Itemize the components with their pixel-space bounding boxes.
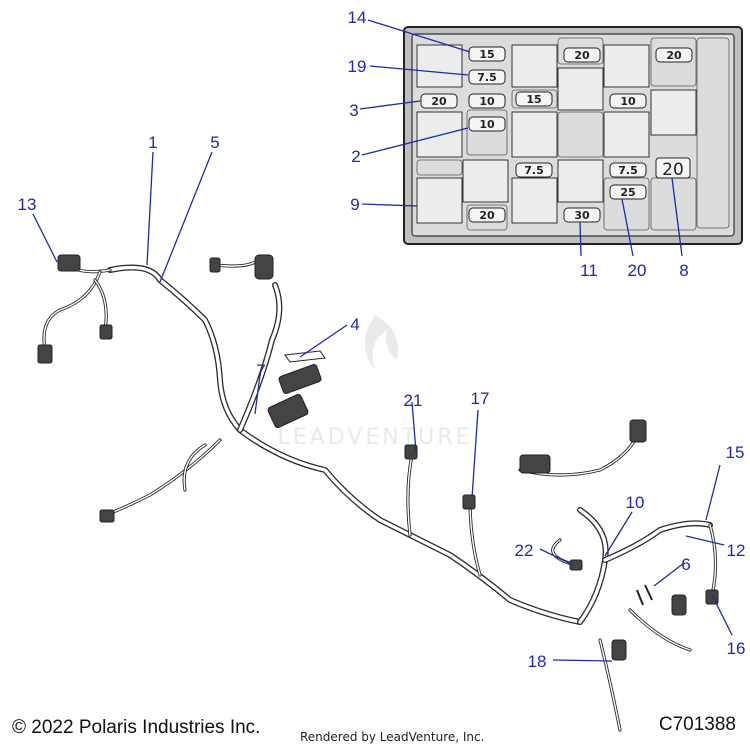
watermark-text: LEADVENTURE: [278, 425, 473, 450]
terminal-slots: [416, 37, 730, 231]
callout-7: 7: [256, 361, 265, 380]
fuse-label: 30: [574, 209, 590, 222]
connectors: [37, 254, 719, 661]
callout-20: 20: [628, 261, 647, 280]
callout-15: 15: [726, 443, 745, 462]
fuse-label: 10: [479, 118, 495, 131]
callout-8: 8: [679, 261, 688, 280]
callout-21: 21: [404, 391, 423, 410]
fuse-label: 20: [431, 95, 447, 108]
callout-22: 22: [515, 541, 534, 560]
callout-4: 4: [350, 315, 359, 334]
copyright-notice: © 2022 Polaris Industries Inc.: [12, 717, 261, 738]
main-harness: [107, 264, 713, 625]
fuse-label: 10: [620, 95, 636, 108]
figure-id: C701388: [658, 714, 736, 735]
fuses: 15 20 20 7.5 20 10 15 10 10 7.5 7.5 20 2…: [420, 46, 693, 223]
callout-2: 2: [351, 147, 360, 166]
callout-14: 14: [348, 8, 367, 27]
fuse-label: 10: [479, 95, 495, 108]
callout-16: 16: [727, 639, 746, 658]
fuse-label: 20: [574, 49, 590, 62]
relay-blocks: [416, 44, 697, 224]
watermark: LEADVENTURE: [278, 315, 473, 450]
callout-13: 13: [18, 195, 37, 214]
callout-1: 1: [148, 133, 157, 152]
fuse-label: 20: [666, 49, 682, 62]
callout-9: 9: [350, 195, 359, 214]
fuse-label: 15: [526, 93, 541, 106]
callout-10: 10: [626, 493, 645, 512]
rendered-by-notice: Rendered by LeadVenture, Inc.: [300, 730, 485, 744]
callout-17: 17: [471, 389, 490, 408]
fuse-label: 7.5: [477, 71, 497, 84]
fuse-box: 15 20 20 7.5 20 10 15 10 10 7.5 7.5 20 2…: [403, 26, 743, 245]
callout-5: 5: [210, 133, 219, 152]
fuse-label-large: 20: [662, 160, 684, 180]
loose-parts: [284, 350, 653, 606]
fuse-label: 15: [479, 48, 494, 61]
callout-11: 11: [580, 261, 598, 280]
callout-19: 19: [348, 57, 367, 76]
fuse-label: 7.5: [524, 164, 544, 177]
fuse-label: 7.5: [618, 164, 638, 177]
fuse-label: 25: [620, 186, 635, 199]
callout-3: 3: [349, 101, 358, 120]
callout-18: 18: [528, 652, 547, 671]
callout-12: 12: [727, 541, 746, 560]
fuse-label: 20: [479, 209, 495, 222]
callout-labels: 1 2 3 4 5 6 7 8 9 10 11 12 13 14 15 16 1…: [18, 8, 746, 671]
leader-lines: [32, 19, 733, 662]
callout-6: 6: [681, 555, 690, 574]
